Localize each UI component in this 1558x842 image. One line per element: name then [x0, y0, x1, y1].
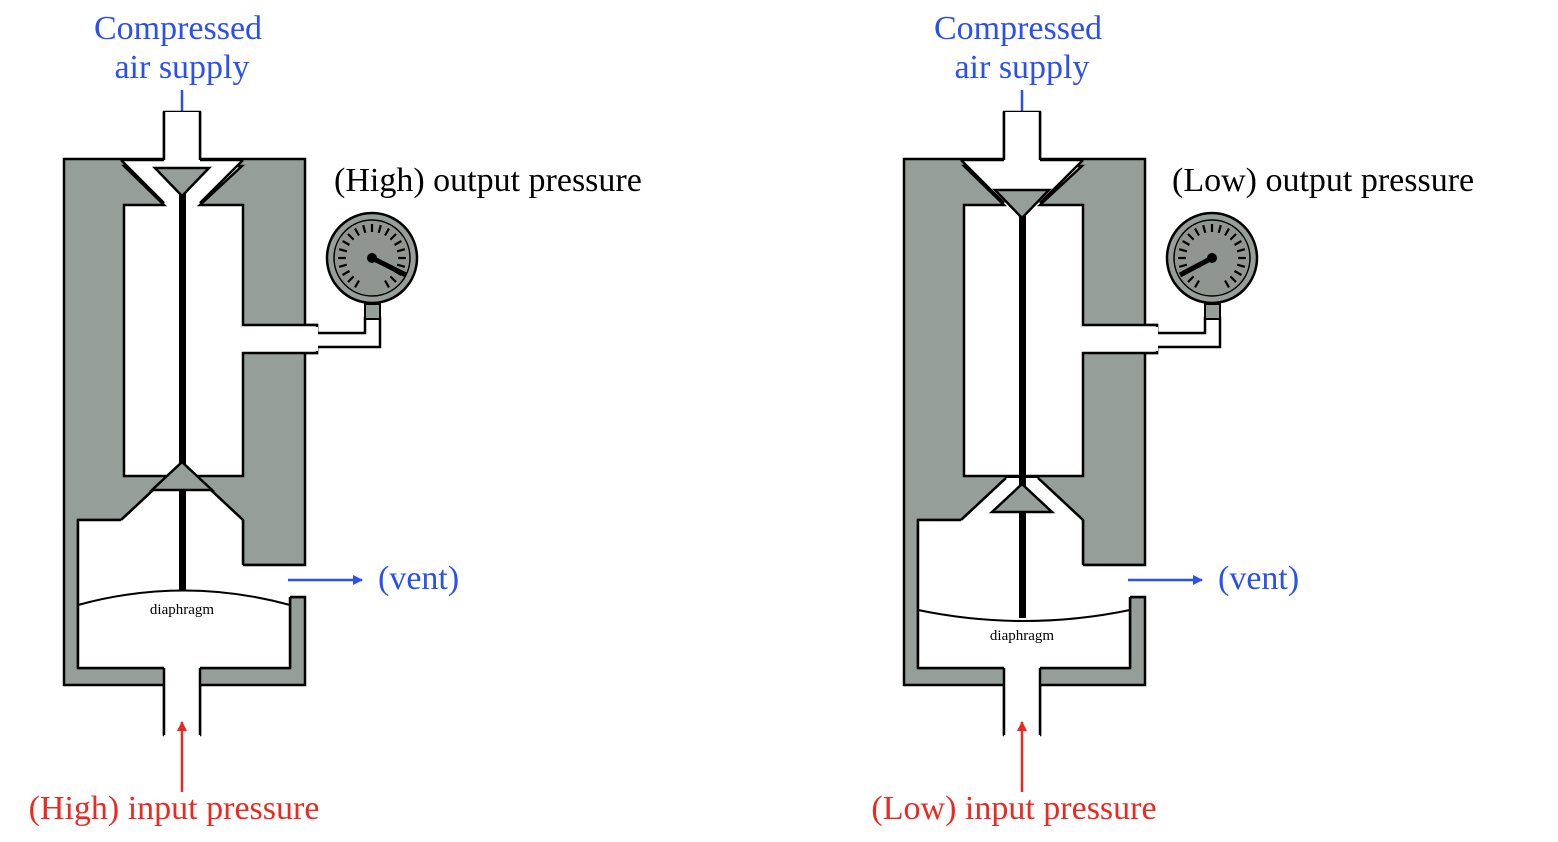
vent-valve-plug	[148, 460, 216, 492]
gauge-tick	[1233, 270, 1242, 276]
supply-valve-plug	[152, 166, 212, 198]
gauge-tick	[396, 248, 406, 253]
gauge-tick	[1187, 233, 1195, 241]
gauge-tick	[347, 233, 355, 241]
diaphragm	[77, 589, 291, 606]
gauge-needle	[1178, 255, 1214, 278]
supply-label-line1: Compressed	[934, 10, 1102, 47]
diaphragm	[917, 609, 1131, 622]
gauge-tick	[396, 263, 406, 268]
valve-stem	[179, 190, 186, 590]
gauge-tick	[393, 240, 402, 246]
gauge-tick	[1236, 248, 1246, 253]
relay-panel-high: Compressed air supply	[29, 10, 642, 827]
vent-label: (vent)	[378, 560, 459, 597]
pressure-gauge	[1165, 211, 1259, 320]
supply-valve-plug	[992, 188, 1052, 220]
gauge-tick	[1182, 240, 1191, 246]
output-pressure-label: (High) output pressure	[334, 162, 642, 199]
vent-valve-plug	[988, 482, 1056, 514]
gauge-tick	[354, 228, 360, 237]
output-tube	[305, 316, 382, 355]
gauge-tick	[338, 248, 348, 253]
gauge-tick	[1229, 233, 1237, 241]
gauge-tick	[1178, 263, 1188, 268]
gauge-tick	[384, 279, 390, 288]
gauge-tick	[1236, 263, 1246, 268]
gauge-ticks	[338, 224, 406, 288]
diaphragm-label: diaphragm	[990, 628, 1054, 644]
gauge-tick	[1202, 224, 1207, 234]
relay-panel-low: Compressed air supply	[871, 10, 1474, 827]
gauge-tick	[1194, 279, 1200, 288]
gauge-tick	[1178, 248, 1188, 253]
gauge-tick	[1224, 228, 1230, 237]
gauge-tick	[1217, 224, 1222, 234]
gauge-tick	[1233, 240, 1242, 246]
gauge-tick	[377, 224, 382, 234]
output-pressure-label: (Low) output pressure	[1172, 162, 1474, 199]
gauge-tick	[362, 224, 367, 234]
gauge-tick	[342, 270, 351, 276]
supply-label-line1: Compressed	[94, 10, 262, 47]
pressure-gauge	[325, 211, 419, 320]
gauge-tick	[1229, 275, 1237, 283]
relay-body	[62, 110, 319, 738]
input-pressure-label: (Low) input pressure	[871, 790, 1156, 827]
supply-label-line2: air supply	[954, 49, 1089, 86]
gauge-tick	[1194, 228, 1200, 237]
gauge-needle	[370, 255, 408, 278]
gauge-tick	[354, 279, 360, 288]
gauge-tick	[1224, 279, 1230, 288]
gauge-tick	[384, 228, 390, 237]
input-pressure-label: (High) input pressure	[29, 790, 320, 827]
gauge-tick	[338, 263, 348, 268]
gauge-tick	[347, 275, 355, 283]
gauge-tick	[389, 275, 397, 283]
supply-label-line2: air supply	[114, 49, 249, 86]
valve-stem	[1019, 208, 1026, 618]
output-tube	[1145, 316, 1222, 355]
gauge-tick	[342, 240, 351, 246]
vent-label: (vent)	[1218, 560, 1299, 597]
gauge-tick	[1187, 275, 1195, 283]
gauge-tick	[389, 233, 397, 241]
diaphragm-label: diaphragm	[150, 602, 214, 618]
